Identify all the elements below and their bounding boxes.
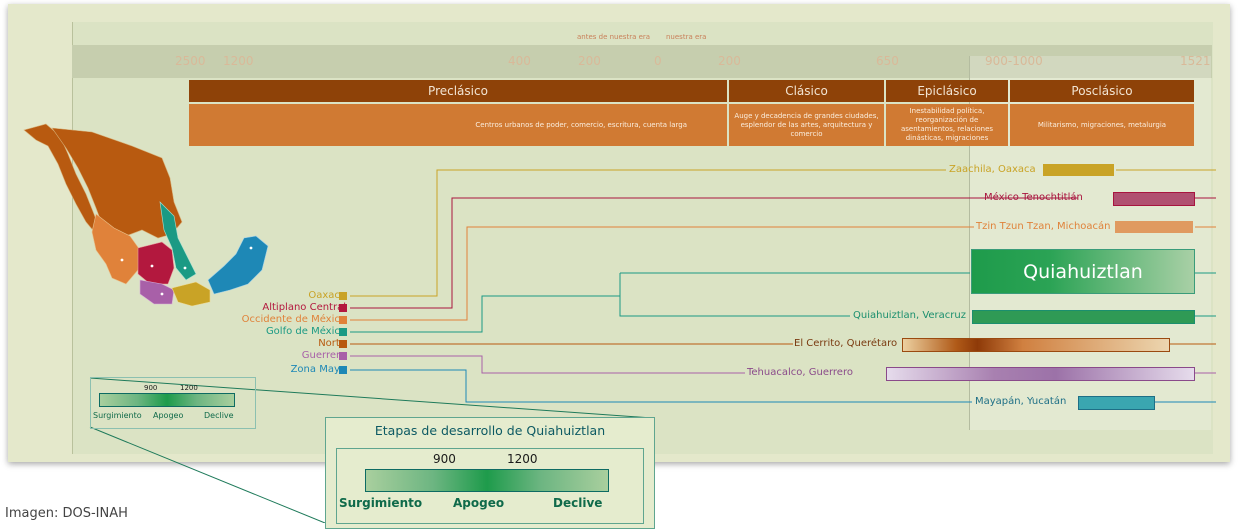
year-band bbox=[72, 45, 1212, 78]
site-label-el-cerrito: El Cerrito, Querétaro bbox=[794, 338, 898, 349]
stage-gradient-bar bbox=[365, 469, 609, 492]
stage-label: Apogeo bbox=[153, 411, 184, 420]
year-label: 2500 bbox=[175, 54, 206, 68]
year-label: 1200 bbox=[223, 54, 254, 68]
stage-legend-small: 900 1200 Surgimiento Apogeo Declive bbox=[90, 377, 256, 429]
period-epiclasico: Epiclásico bbox=[886, 80, 1008, 102]
period-preclasico: Preclásico bbox=[189, 80, 727, 102]
period-desc-epiclasico: Inestabilidad política, reorganización d… bbox=[886, 104, 1008, 146]
region-label-guerrero: Guerrero bbox=[301, 350, 346, 361]
region-swatch bbox=[339, 328, 347, 336]
region-swatch bbox=[339, 352, 347, 360]
stage-label-surgimiento: Surgimiento bbox=[339, 496, 423, 510]
period-desc-posclasico: Militarismo, migraciones, metalurgia bbox=[1010, 104, 1194, 146]
region-swatch bbox=[339, 366, 347, 374]
region-swatch bbox=[339, 304, 347, 312]
region-swatch bbox=[339, 340, 347, 348]
region-label-zona-maya: Zona Maya bbox=[290, 364, 346, 375]
period-clasico: Clásico bbox=[729, 80, 884, 102]
year-label: 200 bbox=[718, 54, 741, 68]
legend-title: Etapas de desarrollo de Quiahuiztlan bbox=[374, 423, 606, 438]
region-label-oaxaca: Oaxaca bbox=[308, 290, 346, 301]
stage-gradient-bar-small bbox=[99, 393, 235, 407]
site-bar-mayapan bbox=[1078, 396, 1155, 410]
site-label-zaachila: Zaachila, Oaxaca bbox=[949, 164, 1036, 175]
site-label-tehuacalco: Tehuacalco, Guerrero bbox=[747, 367, 853, 378]
stage-legend-callout: Etapas de desarrollo de Quiahuiztlan 900… bbox=[325, 417, 655, 529]
year-label: 0 bbox=[654, 54, 662, 68]
era-label-ce: nuestra era bbox=[666, 33, 707, 41]
site-bar-quiahuiztlan bbox=[972, 310, 1195, 324]
stage-year-label: 900 bbox=[433, 452, 456, 466]
stage-year-label: 1200 bbox=[180, 384, 198, 392]
site-bar-tzintzuntzan bbox=[1115, 221, 1193, 233]
legend-inner-box: 900 1200 Surgimiento Apogeo Declive bbox=[336, 448, 644, 524]
stage-label: Declive bbox=[204, 411, 234, 420]
region-swatch bbox=[339, 316, 347, 324]
year-label: 650 bbox=[876, 54, 899, 68]
site-bar-tehuacalco bbox=[886, 367, 1195, 381]
period-desc-clasico: Auge y decadencia de grandes ciudades, e… bbox=[729, 104, 884, 146]
site-label-tenochtitlan: México Tenochtitlán bbox=[984, 192, 1083, 203]
year-label: 1521 bbox=[1180, 54, 1211, 68]
region-label-golfo: Golfo de México bbox=[265, 326, 346, 337]
year-label: 200 bbox=[578, 54, 601, 68]
stage-label-declive: Declive bbox=[553, 496, 603, 510]
region-label-occidente: Occidente de México bbox=[241, 314, 346, 325]
era-label-bce: antes de nuestra era bbox=[577, 33, 651, 41]
site-bar-el-cerrito bbox=[902, 338, 1170, 352]
site-bar-zaachila bbox=[1043, 164, 1114, 176]
period-posclasico: Posclásico bbox=[1010, 80, 1194, 102]
year-label: 900-1000 bbox=[985, 54, 1043, 68]
stage-label-apogeo: Apogeo bbox=[453, 496, 505, 510]
stage-label: Surgimiento bbox=[93, 411, 142, 420]
region-label-altiplano: Altiplano Central bbox=[262, 302, 346, 313]
region-label-norte: Norte bbox=[318, 338, 346, 349]
mexico-map-icon bbox=[23, 123, 269, 307]
site-bar-tenochtitlan bbox=[1113, 192, 1195, 206]
site-label-quiahuiztlan: Quiahuiztlan, Veracruz bbox=[853, 310, 966, 321]
period-desc-preclasico: Centros urbanos de poder, comercio, escr… bbox=[189, 104, 727, 146]
year-label: 400 bbox=[508, 54, 531, 68]
stage-year-label: 1200 bbox=[507, 452, 538, 466]
region-swatch bbox=[339, 292, 347, 300]
quiahuiztlan-highlight-box: Quiahuiztlan bbox=[971, 249, 1195, 294]
image-credit: Imagen: DOS-INAH bbox=[5, 506, 128, 521]
site-label-mayapan: Mayapán, Yucatán bbox=[975, 396, 1067, 407]
site-label-tzintzuntzan: Tzin Tzun Tzan, Michoacán bbox=[976, 221, 1111, 232]
stage-year-label: 900 bbox=[144, 384, 158, 392]
